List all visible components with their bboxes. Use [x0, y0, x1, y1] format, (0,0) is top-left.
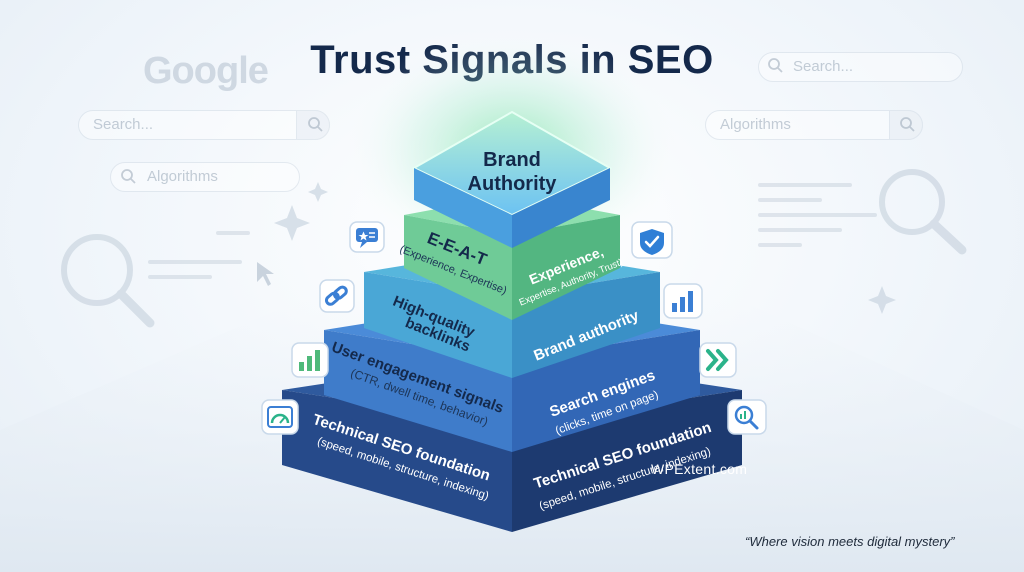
sparkle-icon	[274, 205, 310, 241]
bg-search-button-left	[296, 110, 330, 140]
search-icon	[768, 58, 783, 73]
search-icon	[121, 169, 136, 184]
speed-gauge-icon	[261, 399, 299, 435]
search-icon	[900, 117, 915, 132]
bg-algorithms-box-left: Algorithms	[110, 162, 300, 192]
shield-check-icon	[631, 221, 673, 259]
bg-text-lines	[148, 231, 250, 279]
cursor-icon	[257, 262, 274, 286]
bg-algorithms-text-right: Algorithms	[720, 116, 791, 133]
bg-search-placeholder-right: Search...	[793, 58, 854, 75]
magnifier-icon	[61, 234, 155, 328]
bg-algorithms-button-right	[889, 110, 923, 140]
top-label-line1: Brand	[483, 149, 541, 171]
bg-search-box-right: Search...	[758, 52, 963, 82]
bg-search-placeholder-left: Search...	[93, 116, 154, 133]
bg-text-lines	[758, 183, 877, 247]
link-icon	[319, 279, 355, 313]
google-logo: Google	[143, 50, 269, 92]
growth-chart-icon	[291, 342, 329, 378]
top-label-line2: Authority	[468, 173, 558, 195]
star-chat-icon	[349, 221, 385, 253]
sparkle-icon	[868, 286, 896, 314]
bg-algorithms-box-right: Algorithms	[705, 110, 923, 140]
tagline: “Where vision meets digital mystery”	[745, 534, 955, 549]
search-icon	[308, 117, 323, 132]
top-block-right-face	[512, 168, 610, 248]
tier1-left-face	[404, 215, 512, 320]
search-analytics-icon	[727, 399, 767, 435]
sparkle-icon	[308, 182, 328, 202]
magnifier-icon	[879, 169, 967, 255]
bar-chart-icon	[663, 283, 703, 319]
top-block-left-face	[414, 168, 512, 248]
tier1-right-face	[512, 215, 620, 320]
bg-search-box-left: Search...	[78, 110, 330, 140]
watermark: WPExtent.com	[651, 461, 748, 477]
bg-algorithms-text-left: Algorithms	[147, 168, 218, 185]
double-chevron-icon	[699, 342, 737, 378]
